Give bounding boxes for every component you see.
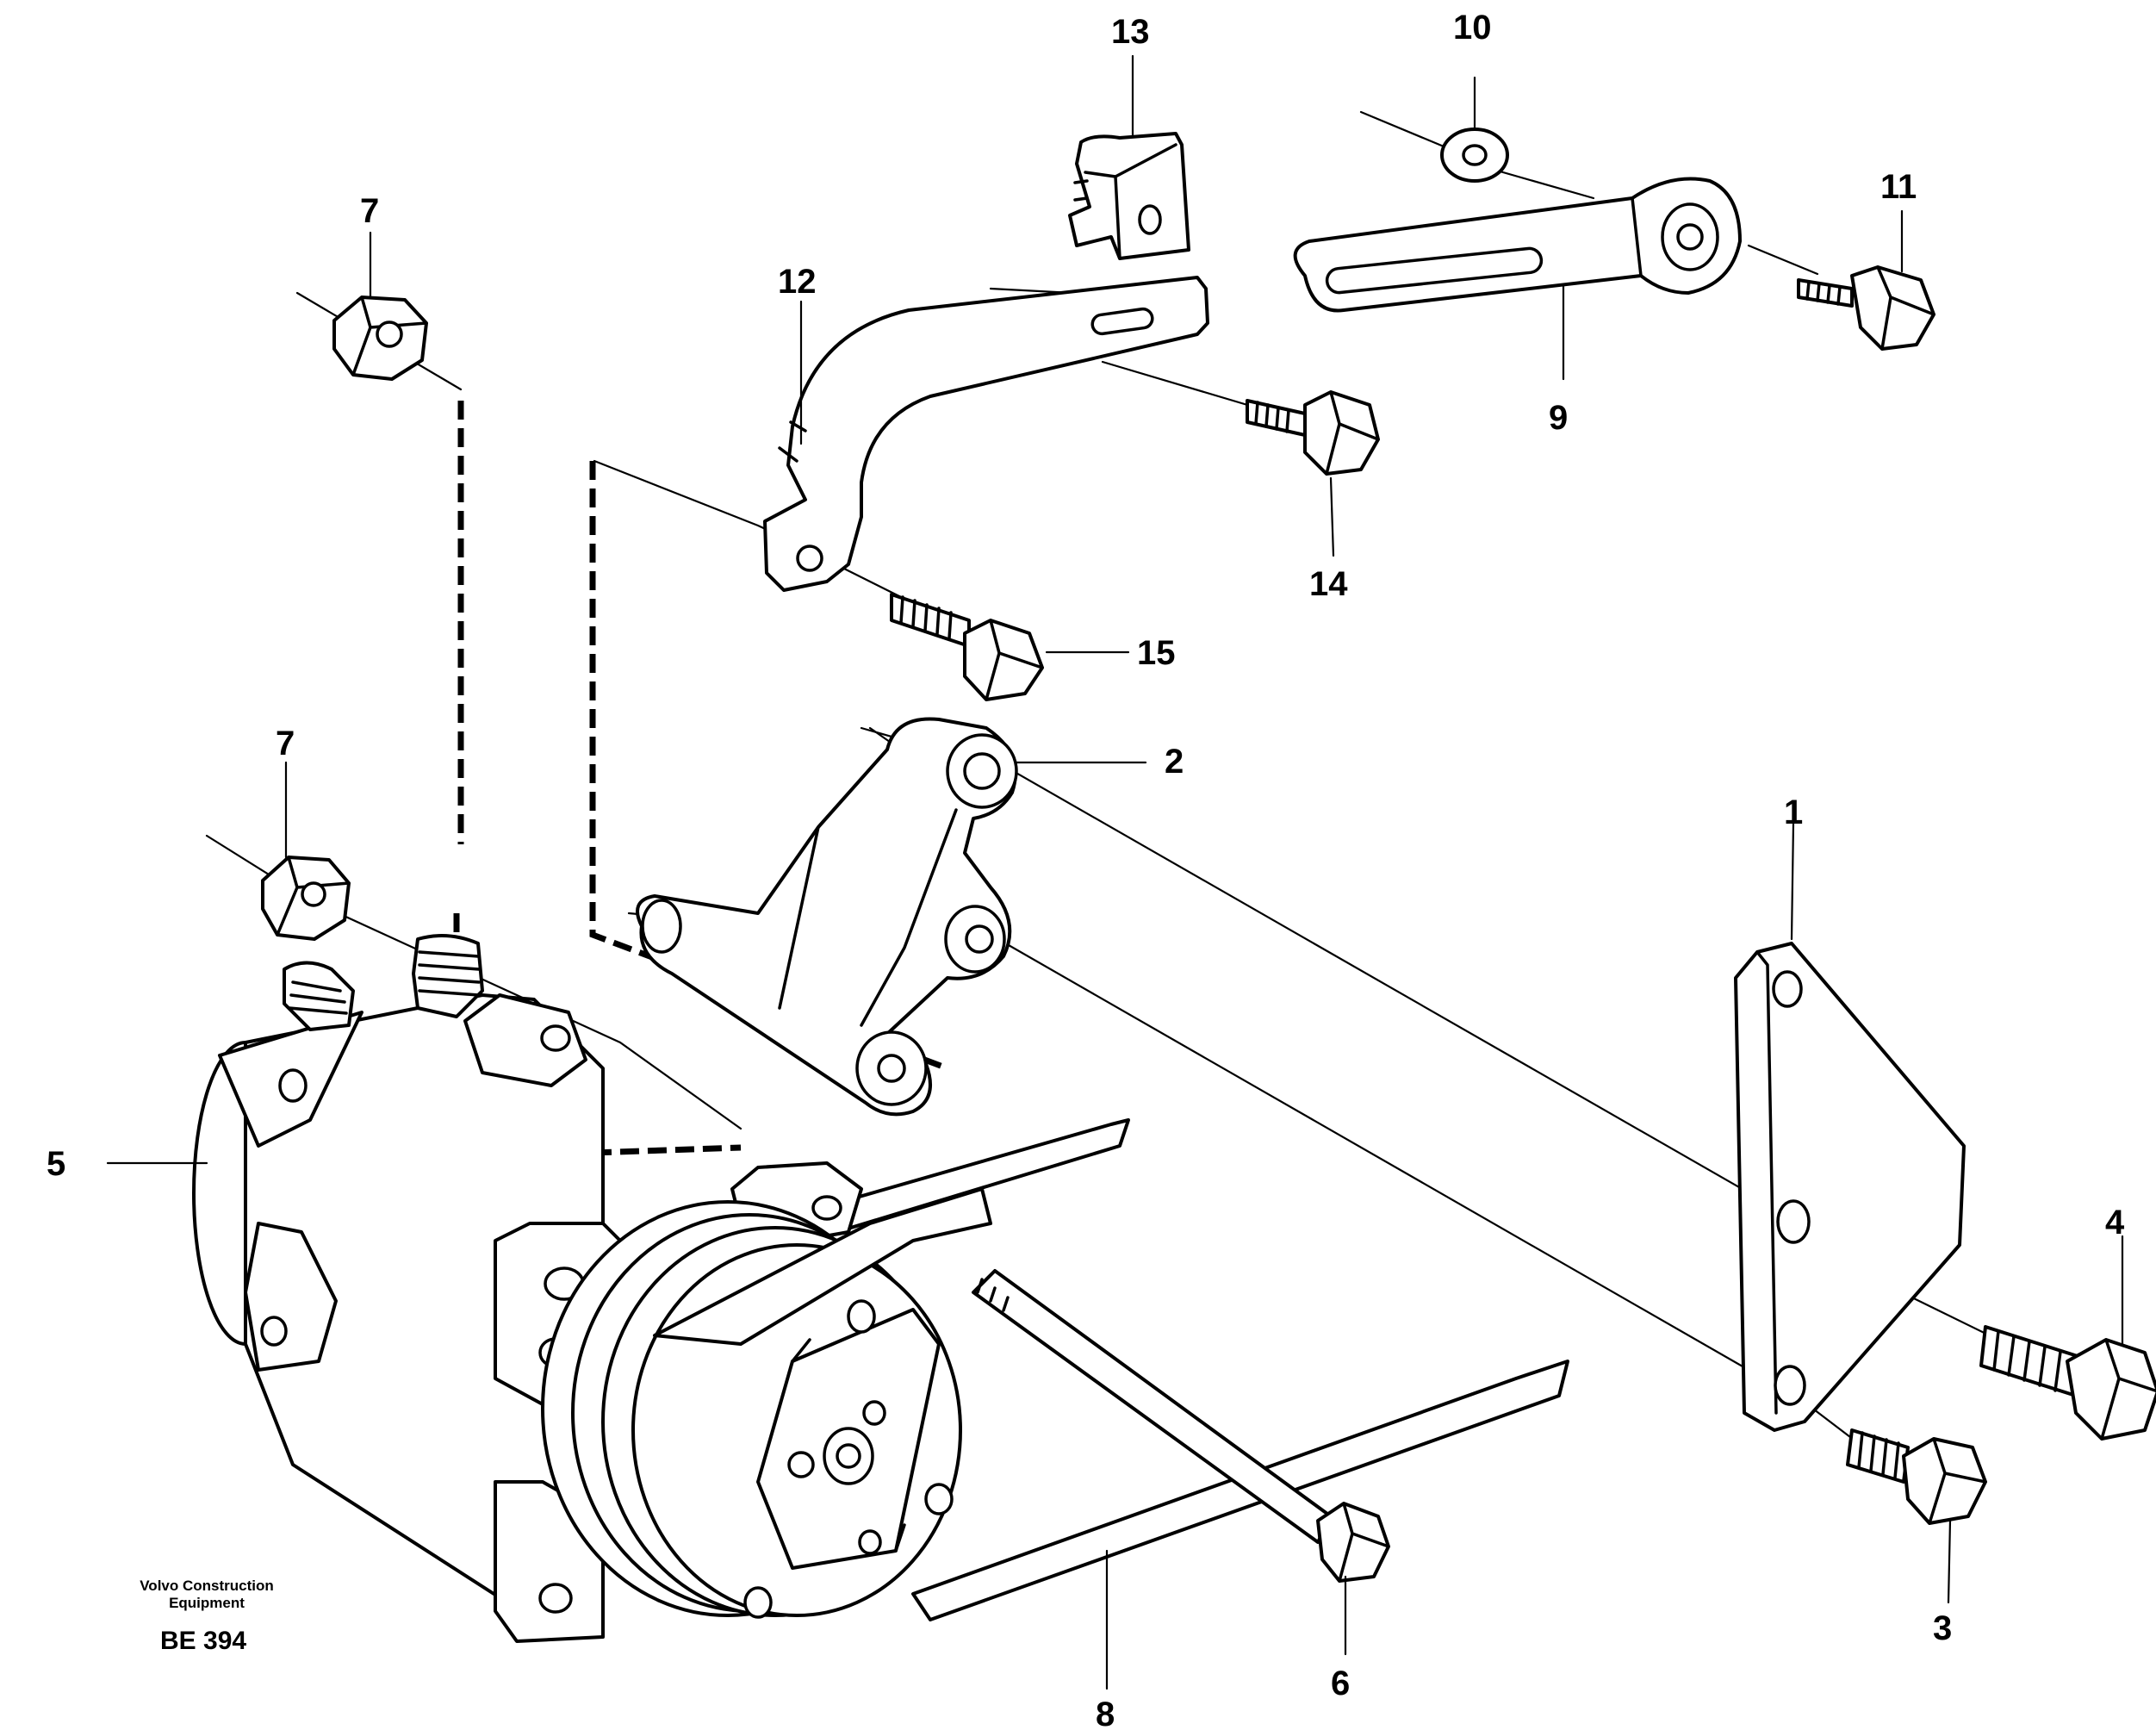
callout-15: 15 [1137, 634, 1176, 672]
company-name-line-2: Equipment [169, 1595, 245, 1611]
callout-6: 6 [1331, 1665, 1350, 1702]
callout-10: 10 [1453, 9, 1492, 47]
callout-labels: 1 2 3 4 5 6 7 7 8 9 10 11 12 13 14 15 [47, 9, 2125, 1730]
callout-8: 8 [1096, 1696, 1115, 1730]
tension-arm-part-9 [1293, 177, 1742, 313]
callout-1: 1 [1784, 793, 1803, 831]
drawing-code: BE 394 [160, 1627, 246, 1655]
long-bolt-part-6 [972, 1269, 1390, 1583]
callout-11: 11 [1880, 168, 1917, 206]
bolt-part-3 [1846, 1428, 1987, 1525]
support-bracket-part-2 [636, 717, 1018, 1117]
callout-12: 12 [778, 263, 817, 301]
bolt-part-14 [1246, 390, 1380, 476]
mounting-plate-part-1 [1734, 942, 1966, 1432]
bolt-part-4 [1979, 1325, 2156, 1441]
callout-9: 9 [1549, 399, 1568, 437]
washer-part-10 [1440, 128, 1509, 183]
nut-part-7-lower [261, 856, 351, 941]
bracket-part-12 [763, 276, 1209, 592]
callout-4: 4 [2105, 1204, 2125, 1241]
nut-part-7-upper [332, 296, 428, 381]
compressor-part-5 [192, 934, 992, 1643]
callout-3: 3 [1933, 1609, 1952, 1647]
clip-part-13 [1068, 132, 1190, 260]
bolt-part-15 [890, 593, 1044, 701]
callout-2: 2 [1165, 743, 1184, 781]
leader-lines [106, 54, 2124, 1690]
callout-7-upper: 7 [360, 192, 379, 230]
footer-block: Volvo Construction Equipment BE 394 [140, 1578, 274, 1655]
callout-7-lower: 7 [276, 725, 295, 762]
callout-13: 13 [1111, 13, 1150, 51]
callout-14: 14 [1309, 565, 1348, 603]
company-name-line-1: Volvo Construction [140, 1578, 274, 1594]
callout-5: 5 [47, 1145, 65, 1183]
bolt-part-11 [1797, 265, 1935, 351]
